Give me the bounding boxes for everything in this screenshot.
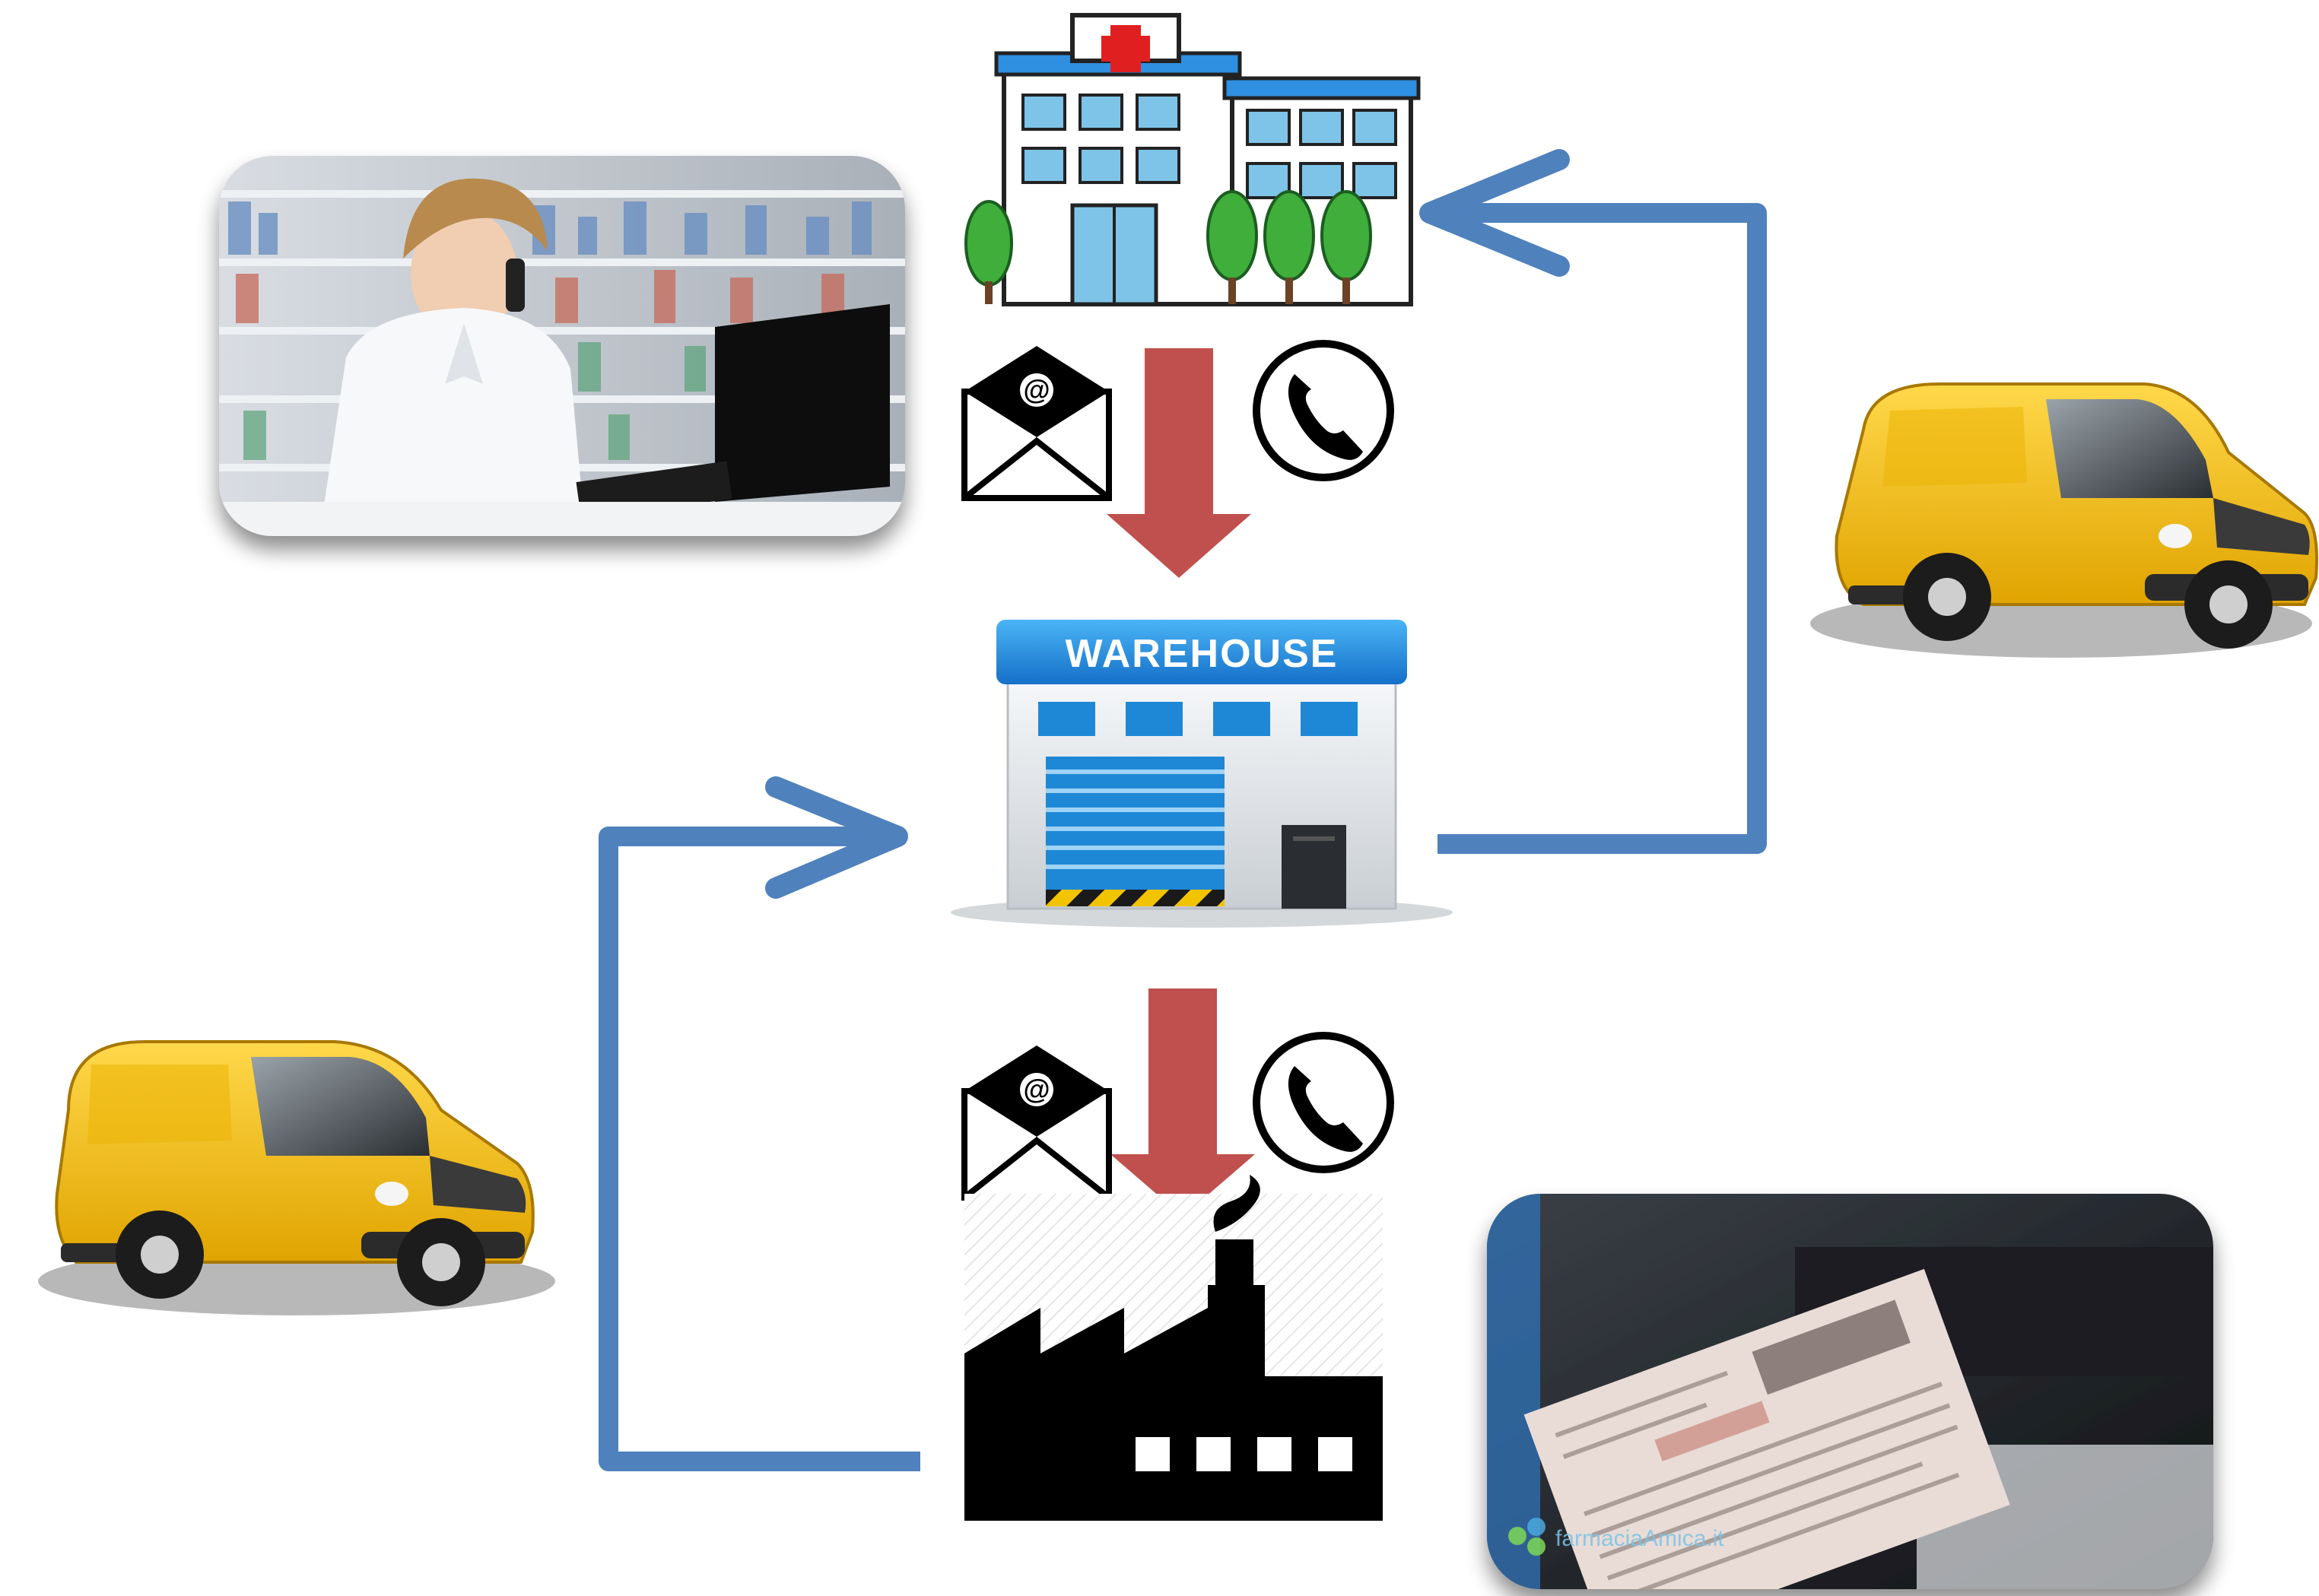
van-icon xyxy=(1810,382,2318,658)
warehouse-sign-label: WAREHOUSE xyxy=(1066,632,1339,676)
van-icon xyxy=(38,1040,555,1315)
phone-icon xyxy=(1253,340,1394,481)
warehouse-icon: WAREHOUSE xyxy=(951,620,1453,928)
email-icon: @ xyxy=(961,1045,1112,1201)
svg-text:@: @ xyxy=(1023,374,1050,405)
hospital-icon xyxy=(964,13,1421,306)
order-arrow-hospital-to-warehouse xyxy=(1107,348,1251,578)
svg-text:@: @ xyxy=(1023,1074,1050,1105)
order-arrow-warehouse-to-factory xyxy=(1110,988,1255,1217)
factory-icon xyxy=(964,1175,1383,1521)
delivery-arrow-warehouse-to-hospital xyxy=(1419,149,1767,854)
phone-icon xyxy=(1253,1032,1394,1173)
delivery-arrow-factory-to-warehouse xyxy=(599,776,920,1471)
pharmacist-on-phone-photo xyxy=(219,156,905,536)
document-watermark: farmaciaAmica.it xyxy=(1555,1526,1724,1551)
delivery-document-photo: farmaciaAmica.it xyxy=(1487,1194,2213,1589)
email-icon: @ xyxy=(961,346,1112,501)
